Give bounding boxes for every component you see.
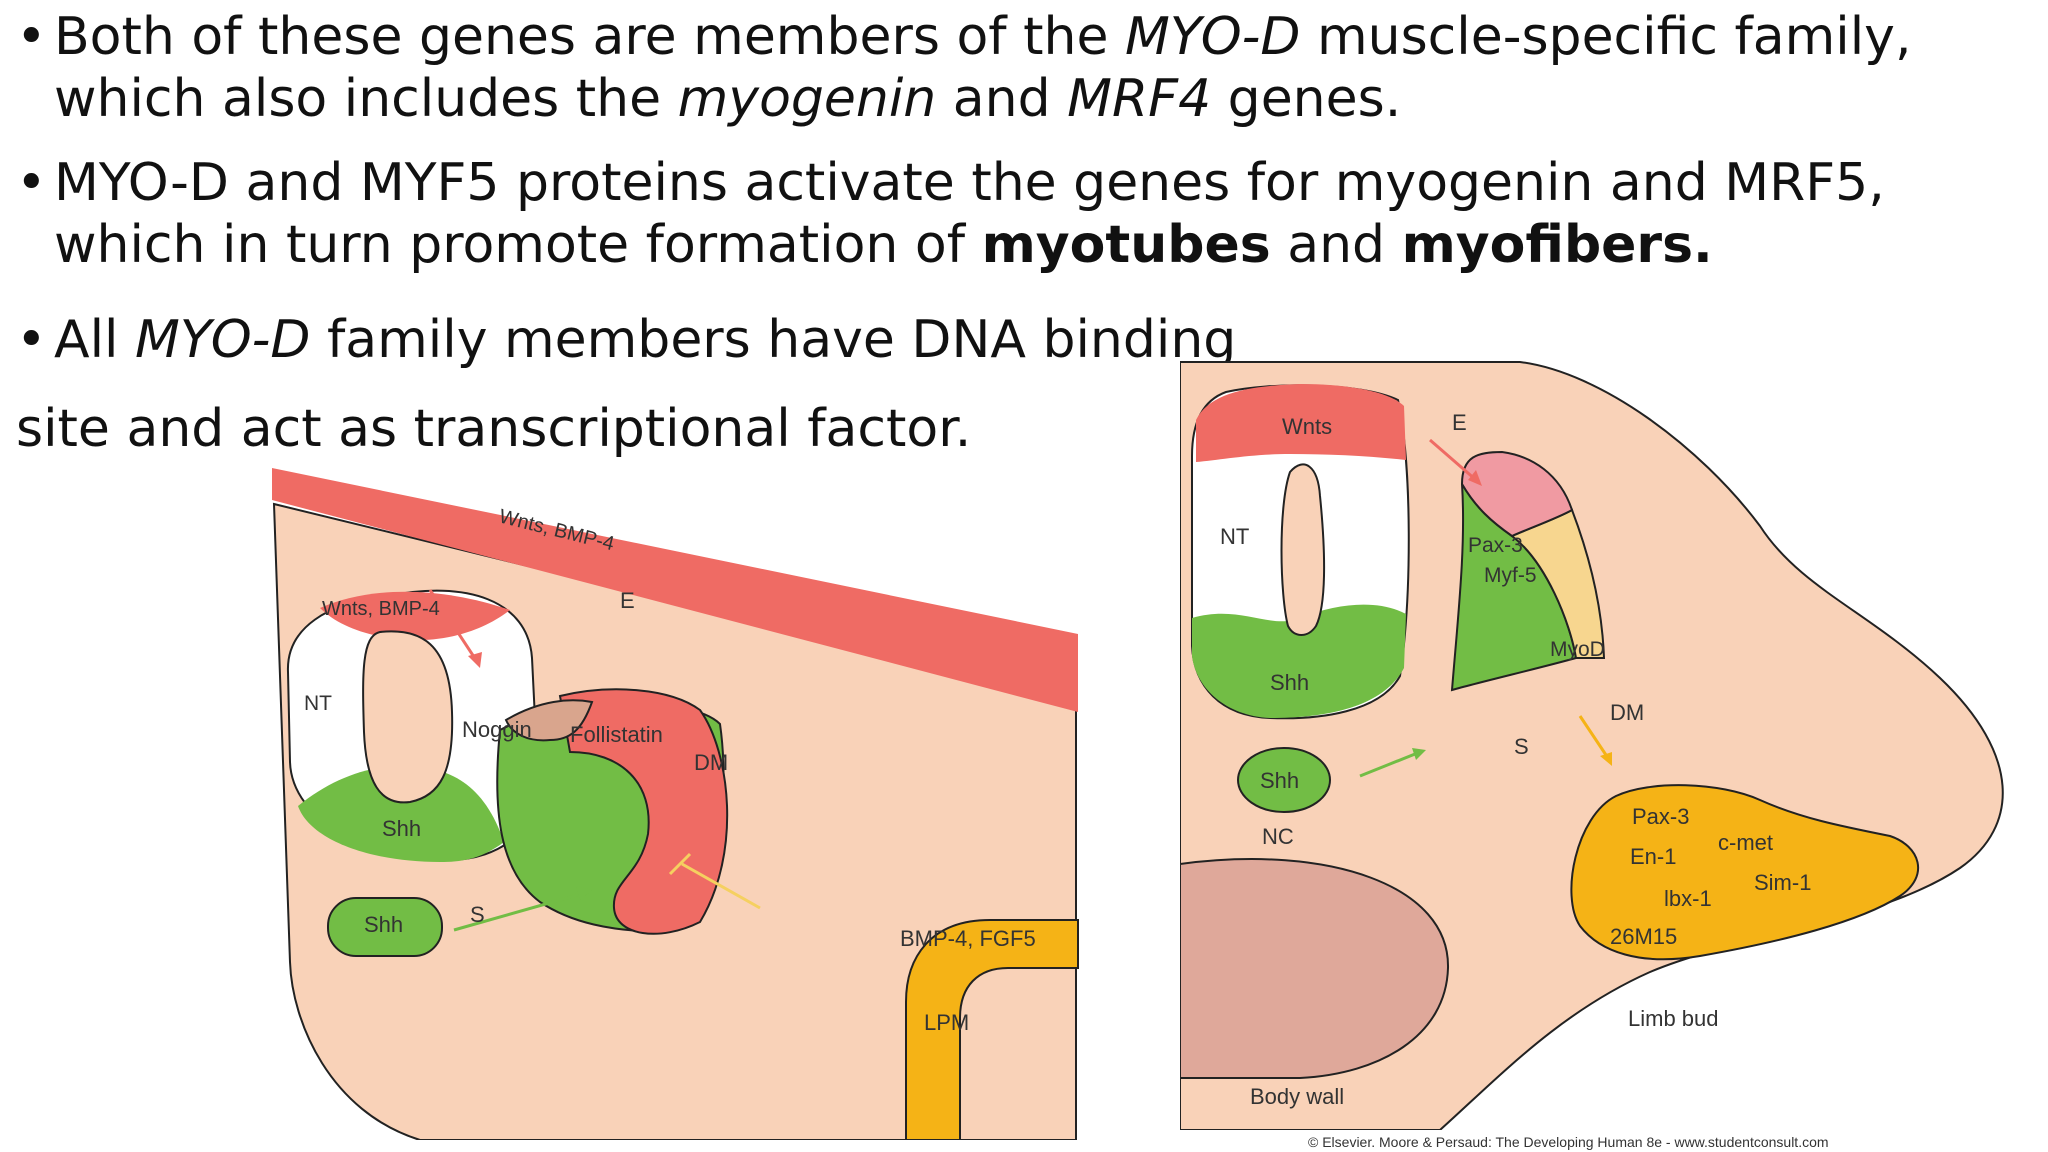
left-nt-lumen: [362, 630, 454, 804]
text-run: myofibers.: [1401, 215, 1713, 275]
left-ectoderm-band: [272, 468, 1078, 712]
left-arrow-shh: [453, 890, 589, 932]
left-label-nt: NT: [304, 692, 332, 715]
text-run: MRF4: [1067, 69, 1212, 129]
bullet-text: Both of these genes are members of the M…: [54, 6, 2026, 130]
right-label-limb-pax3: Pax-3: [1632, 804, 1689, 829]
right-arrow-shh-head: [1412, 748, 1426, 760]
right-label-dm: DM: [1610, 700, 1644, 725]
right-label-myf5: Myf-5: [1484, 564, 1537, 587]
left-inhibit-bar: [668, 852, 692, 876]
right-label-limb-bud: Limb bud: [1628, 1006, 1719, 1031]
left-label-shh-nc: Shh: [364, 912, 403, 937]
left-label-bmp4-fgf5: BMP-4, FGF5: [900, 926, 1036, 951]
left-label-shh-nt: Shh: [382, 816, 421, 841]
text-run: MYO-D: [1124, 7, 1301, 67]
right-label-shh-nc: Shh: [1260, 768, 1299, 793]
right-body-wall: [1180, 858, 1450, 1079]
bullet-text: MYO-D and MYF5 proteins activate the gen…: [54, 152, 2026, 276]
bullet-continuation: site and act as transcriptional factor.: [16, 399, 972, 459]
left-label-dm: DM: [694, 750, 728, 775]
left-follistatin-region: [558, 688, 729, 935]
right-label-wnts: Wnts: [1282, 414, 1332, 439]
left-arrow-shh-head: [576, 886, 592, 900]
right-arrow-wnts: [1429, 438, 1477, 482]
bullet-dot: •: [16, 7, 47, 67]
bullet-text: All MYO-D family members have DNA bindin…: [54, 309, 2026, 371]
right-label-e: E: [1452, 410, 1467, 435]
right-label-en1: En-1: [1630, 844, 1676, 869]
right-label-s: S: [1514, 734, 1529, 759]
right-nt-floor-green: [1192, 604, 1406, 718]
text-run: myogenin: [677, 69, 937, 129]
text-run: Both of these genes are members of the: [54, 7, 1125, 67]
left-nt-roof-red: [320, 591, 510, 640]
text-run: MYO-D: [135, 310, 311, 370]
text-run: MYO-D and MYF5 proteins activate the gen…: [54, 153, 1885, 275]
right-nt-lumen: [1280, 463, 1326, 636]
left-arrow-wnts: [428, 589, 478, 661]
right-arrow-migration: [1578, 715, 1610, 759]
right-label-26m15: 26M15: [1610, 924, 1677, 949]
right-arrow-shh: [1359, 750, 1421, 778]
left-nt-floor-green: [298, 766, 504, 862]
right-label-pax3: Pax-3: [1468, 534, 1523, 557]
text-run: muscle-specific family, which also inclu…: [54, 7, 1912, 129]
left-notochord: [327, 897, 443, 957]
left-label-lpm: LPM: [924, 1010, 969, 1035]
left-label-s: S: [470, 902, 485, 927]
right-label-nc: NC: [1262, 824, 1294, 849]
bullet-myod-myf5-activation: • MYO-D and MYF5 proteins activate the g…: [16, 152, 2026, 276]
left-lpm-band: [905, 919, 1079, 1140]
right-arrow-wnts-head: [1468, 470, 1482, 486]
left-label-noggin: Noggin: [462, 717, 532, 742]
bullet-dot: •: [16, 153, 47, 213]
right-notochord: [1237, 747, 1331, 813]
left-noggin-region: [504, 699, 594, 742]
left-arrow-wnts-head: [468, 652, 482, 668]
left-label-wnts-bmp4-nt: Wnts, BMP-4: [322, 598, 440, 620]
right-label-sim1: Sim-1: [1754, 870, 1811, 895]
text-run: and: [1270, 215, 1402, 275]
right-limb-muscle: [1570, 784, 1920, 961]
right-label-shh-nt: Shh: [1270, 670, 1309, 695]
right-nt-roof-red: [1196, 384, 1406, 462]
bullet-myod-family: • Both of these genes are members of the…: [16, 6, 2026, 130]
text-run: and: [936, 69, 1068, 129]
text-run: myotubes: [981, 215, 1271, 275]
right-label-nt: NT: [1220, 524, 1249, 549]
right-diagram: Wnts E NT Pax-3 Myf-5 MyoD Shh DM S Shh …: [1180, 361, 2004, 1130]
bullet-dot: •: [16, 310, 47, 370]
left-inhibit-bmp: [681, 862, 761, 910]
text-run: family members have DNA binding: [310, 310, 1237, 370]
right-label-myod: MyoD: [1550, 638, 1605, 661]
right-arrow-migration-head: [1600, 752, 1612, 766]
right-label-cmet: c-met: [1718, 830, 1773, 855]
right-somite-pax3: [1460, 450, 1574, 538]
right-label-body-wall: Body wall: [1250, 1084, 1344, 1109]
right-label-lbx1: lbx-1: [1664, 886, 1712, 911]
left-label-e: E: [620, 588, 635, 613]
text-run: All: [54, 310, 135, 370]
bullet-dna-binding: • All MYO-D family members have DNA bind…: [16, 309, 2026, 371]
left-diagram: Wnts, BMP-4 E Wnts, BMP-4 NT Shh Shh Nog…: [272, 468, 1079, 1140]
image-credit: © Elsevier. Moore & Persaud: The Develop…: [1308, 1134, 1829, 1150]
left-label-follistatin: Follistatin: [570, 722, 663, 747]
text-run: genes.: [1211, 69, 1402, 129]
